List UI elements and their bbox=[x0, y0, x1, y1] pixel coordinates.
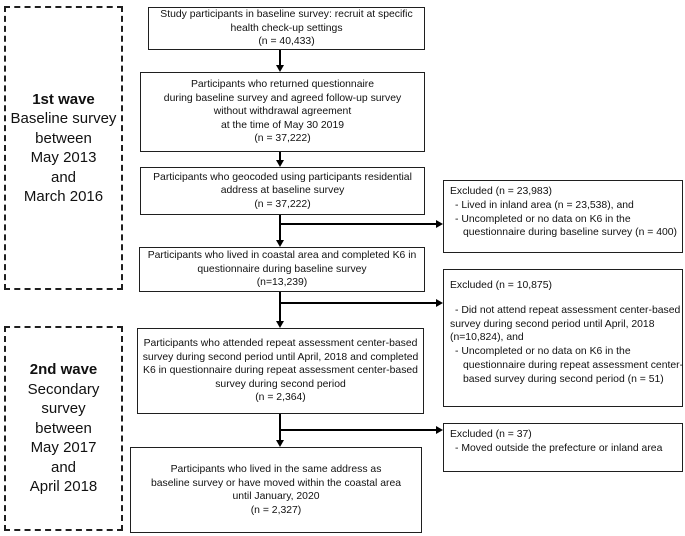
excluded-title: Excluded (n = 23,983) bbox=[450, 186, 552, 197]
wave-2-title: 2nd wave bbox=[29, 361, 98, 379]
wave-1-period-box: 1st wave Baseline survey between May 201… bbox=[4, 6, 123, 290]
excluded-line: questionnaire during baseline survey (n … bbox=[463, 227, 678, 239]
flow-box-n: (n = 2,327) bbox=[250, 504, 302, 516]
flow-box-line: Participants who geocoded using particip… bbox=[153, 171, 412, 183]
flow-box-line: survey during second period until April,… bbox=[142, 351, 419, 363]
flow-box-line: Participants who attended repeat assessm… bbox=[143, 338, 418, 350]
wave-2-line: and bbox=[50, 458, 77, 476]
arrowhead-right-icon bbox=[436, 299, 443, 307]
excluded-box-1: Excluded (n = 23,983) - Lived in inland … bbox=[443, 180, 683, 253]
connector-line bbox=[279, 50, 281, 66]
excluded-box-2: Excluded (n = 10,875) - Did not attend r… bbox=[443, 269, 683, 407]
flow-box-line: Participants who lived in the same addre… bbox=[170, 464, 382, 475]
excluded-title: Excluded (n = 10,875) bbox=[450, 280, 552, 291]
flow-box-line: Participants who returned questionnaire bbox=[190, 79, 375, 91]
wave-2-line: Secondary bbox=[27, 380, 100, 398]
flow-box-baseline-recruit: Study participants in baseline survey: r… bbox=[148, 7, 425, 50]
branch-line-to-excluded-1 bbox=[280, 223, 436, 225]
wave-2-period-box: 2nd wave Secondary survey between May 20… bbox=[4, 326, 123, 531]
flow-box-n: (n = 37,222) bbox=[254, 133, 311, 145]
flow-box-n: (n = 40,433) bbox=[258, 36, 315, 48]
flow-box-line: during baseline survey and agreed follow… bbox=[163, 92, 402, 104]
excluded-title: Excluded (n = 37) bbox=[450, 429, 532, 440]
wave-2-line: between bbox=[35, 419, 92, 437]
arrowhead-down-icon bbox=[276, 160, 284, 167]
excluded-line: questionnaire during repeat assessment c… bbox=[463, 359, 684, 371]
connector-line bbox=[279, 414, 281, 441]
excluded-line: (n=10,824), and bbox=[450, 332, 524, 344]
wave-1-line: March 2016 bbox=[23, 188, 104, 205]
excluded-line: - Moved outside the prefecture or inland… bbox=[455, 442, 663, 454]
flow-box-geocoded: Participants who geocoded using particip… bbox=[140, 167, 425, 215]
flow-box-same-address: Participants who lived in the same addre… bbox=[130, 447, 422, 533]
connector-line bbox=[279, 152, 281, 161]
excluded-box-3: Excluded (n = 37) - Moved outside the pr… bbox=[443, 423, 683, 472]
flow-box-line: until January, 2020 bbox=[232, 491, 320, 502]
flow-box-line: at the time of May 30 2019 bbox=[220, 119, 345, 131]
wave-2-line: survey bbox=[41, 400, 86, 418]
excluded-line: survey during second period until April,… bbox=[450, 318, 655, 330]
wave-2-line: April 2018 bbox=[29, 478, 98, 496]
arrowhead-right-icon bbox=[436, 426, 443, 434]
connector-line bbox=[279, 215, 281, 241]
wave-1-line: Baseline survey bbox=[10, 110, 117, 127]
flow-box-line: questionnaire during baseline survey bbox=[197, 263, 367, 275]
flow-box-line: baseline survey or have moved within the… bbox=[150, 477, 402, 489]
flow-box-line: health check-up settings bbox=[230, 22, 343, 34]
flow-box-returned-questionnaire: Participants who returned questionnaire … bbox=[140, 72, 425, 152]
connector-line bbox=[279, 292, 281, 322]
arrowhead-down-icon bbox=[276, 321, 284, 328]
flow-box-n: (n=13,239) bbox=[256, 277, 308, 289]
wave-1-line: May 2013 bbox=[30, 149, 97, 166]
flow-box-n: (n = 2,364) bbox=[255, 392, 306, 404]
flow-box-line: survey during second period bbox=[215, 378, 346, 390]
excluded-line: - Uncompleted or no data on K6 in the bbox=[455, 213, 631, 225]
arrowhead-down-icon bbox=[276, 240, 284, 247]
flow-box-line: Study participants in baseline survey: r… bbox=[160, 9, 413, 21]
arrowhead-down-icon bbox=[276, 65, 284, 72]
excluded-line: - Lived in inland area (n = 23,538), and bbox=[455, 199, 634, 211]
branch-line-to-excluded-2 bbox=[280, 302, 436, 304]
flow-box-line: Participants who lived in coastal area a… bbox=[147, 250, 417, 262]
flow-box-repeat-assessment: Participants who attended repeat assessm… bbox=[137, 328, 424, 414]
arrowhead-right-icon bbox=[436, 220, 443, 228]
flow-box-coastal-k6: Participants who lived in coastal area a… bbox=[139, 247, 425, 292]
wave-1-line: between bbox=[35, 129, 92, 147]
arrowhead-down-icon bbox=[276, 440, 284, 447]
flow-box-n: (n = 37,222) bbox=[254, 198, 311, 210]
wave-1-title: 1st wave bbox=[32, 90, 95, 108]
excluded-line: - Did not attend repeat assessment cente… bbox=[455, 304, 681, 316]
wave-2-line: May 2017 bbox=[30, 439, 97, 457]
branch-line-to-excluded-3 bbox=[280, 429, 436, 431]
wave-1-line: and bbox=[50, 168, 77, 186]
excluded-line: based survey during second period (n = 5… bbox=[463, 373, 664, 385]
flow-box-line: K6 in questionnaire during repeat assess… bbox=[143, 365, 418, 377]
excluded-line: - Uncompleted or no data on K6 in the bbox=[455, 346, 631, 358]
spacer bbox=[450, 293, 676, 304]
flow-box-line: without withdrawal agreement bbox=[213, 106, 352, 118]
flow-box-line: address at baseline survey bbox=[220, 185, 345, 197]
